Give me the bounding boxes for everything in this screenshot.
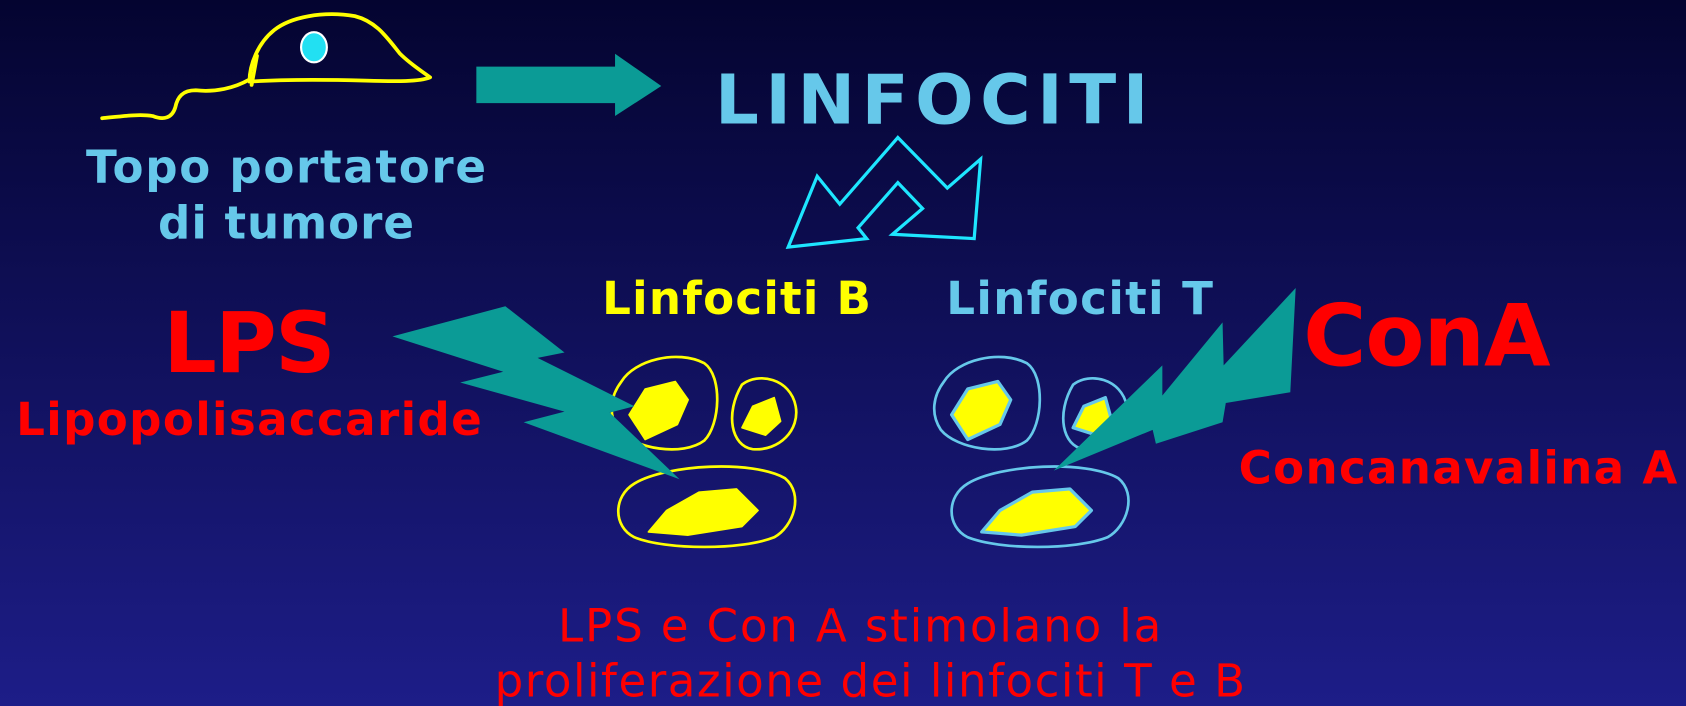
right-arrow-icon: [476, 53, 662, 117]
mouse-leg: [249, 53, 259, 87]
t-cell-3-nucleus: [980, 487, 1093, 537]
lps-full-name: Lipopolisaccaride: [16, 393, 482, 446]
cona-abbrev: ConA: [1303, 286, 1551, 386]
mouse-eye-icon: [299, 31, 328, 64]
caption-line2: proliferazione dei linfociti T e B: [495, 654, 1246, 706]
b-cell-cluster: [610, 355, 798, 549]
t-cell-cluster: [932, 355, 1130, 549]
caption-line1: LPS e Con A stimolano la: [558, 600, 1161, 653]
lightning-bolt-cona-icon: [1053, 287, 1296, 471]
b-cell-2: [730, 377, 798, 451]
b-cell-2-nucleus: [741, 396, 782, 437]
t-cell-1-nucleus: [949, 379, 1013, 442]
lps-abbrev: LPS: [163, 294, 335, 392]
label-linfociti-t: Linfociti T: [946, 272, 1213, 325]
title-linfociti: LINFOCITI: [715, 61, 1148, 141]
tumor-bearing-mouse-drawing: [100, 12, 432, 121]
lightning-bolt-lps-icon: [392, 306, 680, 480]
b-cell-3-nucleus: [647, 488, 759, 536]
source-label-line2: di tumore: [158, 197, 414, 250]
cona-full-name: Concanavalina A: [1239, 442, 1678, 495]
label-linfociti-b: Linfociti B: [602, 272, 871, 325]
b-cell-3: [617, 465, 797, 549]
split-arrow-icon: [785, 135, 983, 250]
source-label-line1: Topo portatore: [86, 141, 486, 194]
mouse-tail: [100, 77, 252, 121]
mouse-body: [247, 12, 432, 84]
t-cell-1: [932, 355, 1042, 451]
b-cell-1-nucleus: [628, 380, 689, 441]
